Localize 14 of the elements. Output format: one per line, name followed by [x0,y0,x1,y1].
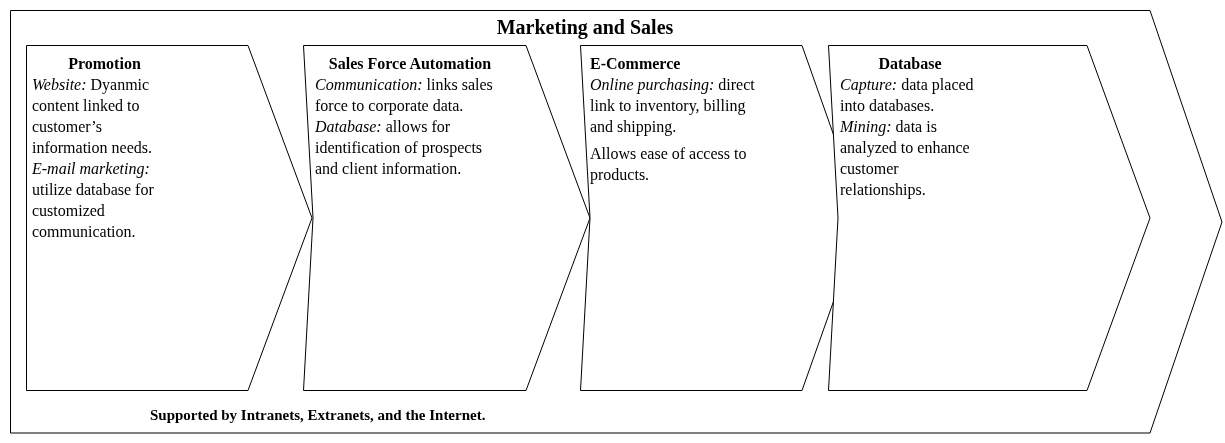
description-text: E-mail marketing: utilize database for customized communication. [32,159,155,242]
description-text: Online purchasing: direct link to inventory, billing and shipping. [590,75,756,137]
description-text: Communication: links sales force to corporate data. [315,75,494,116]
description-text: Database: allows for identification of prospects and client information. [315,117,484,179]
description-text: Mining: data is analyzed to enhance customer relationships. [840,117,971,200]
footer-note: Supported by Intranets, Extranets, and the Internet. [150,406,486,425]
description-text: Capture: data placed into databases. [840,75,975,116]
description-text: Website: Dyanmic content linked to customer’s information needs. [32,75,153,158]
section-heading: Marketing and Sales [495,15,675,39]
chevron-heading: Promotion [67,54,142,74]
description-text: Allows ease of access to products. [590,144,748,185]
chevron-heading: Sales Force Automation [327,54,493,74]
chevron-heading: Database [877,54,943,74]
chevron-heading: E-Commerce [590,54,682,74]
